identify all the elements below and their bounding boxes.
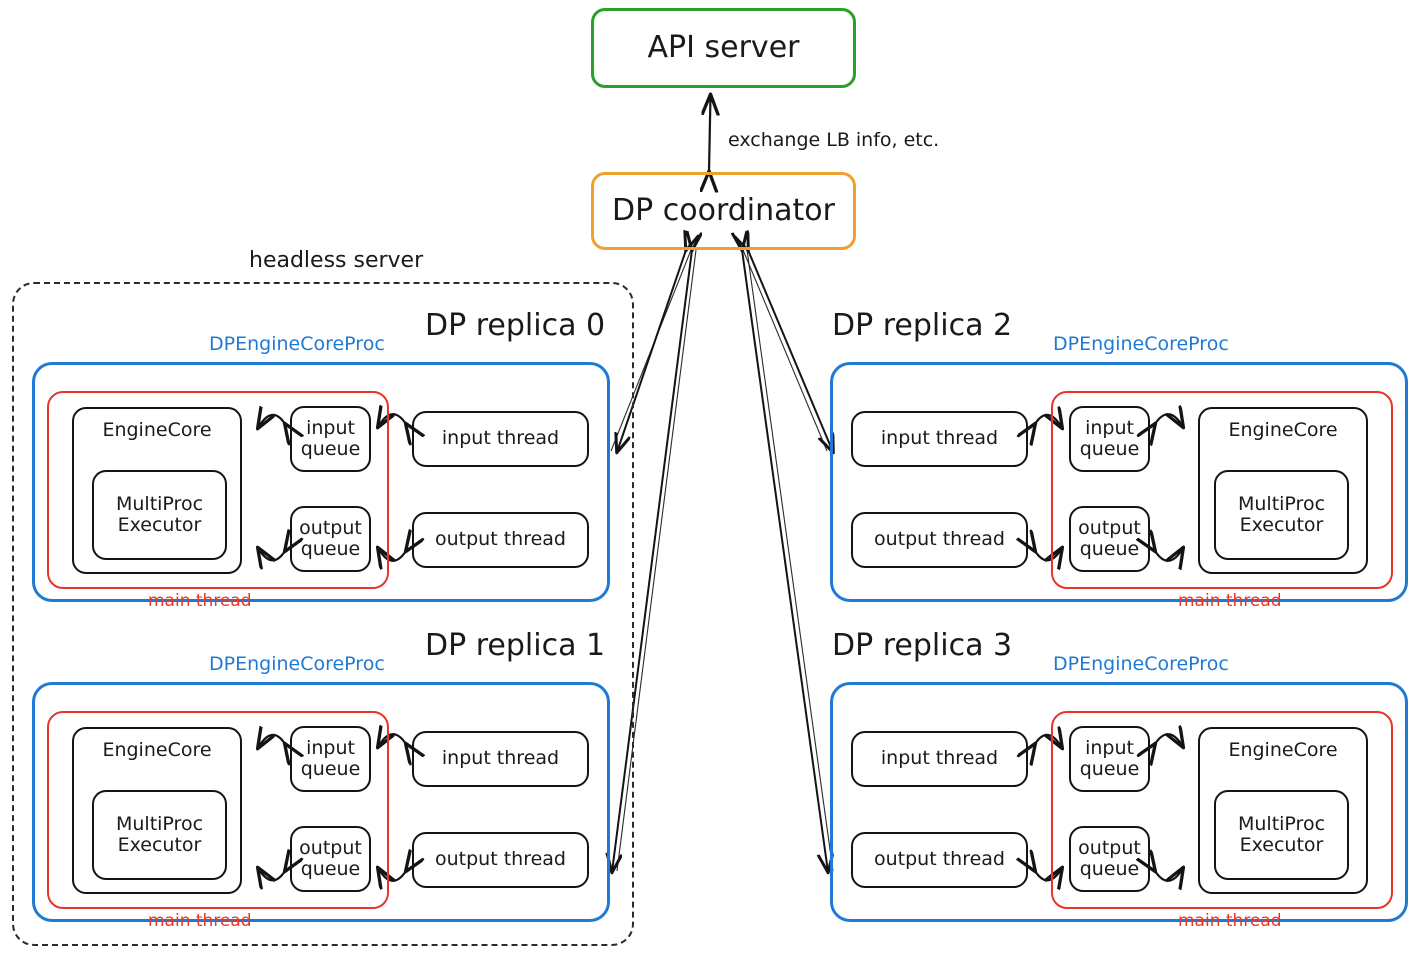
replica-0-multiproc-executor-box[interactable]: MultiProc Executor	[92, 470, 227, 560]
replica-3-output-queue-box[interactable]: output queue	[1069, 826, 1150, 892]
replica-0-title: DP replica 0	[425, 308, 606, 343]
replica-3-input-thread-box[interactable]: input thread	[851, 731, 1028, 787]
replica-3-output-thread-box[interactable]: output thread	[851, 832, 1028, 888]
replica-1-input-queue-box[interactable]: input queue	[290, 726, 371, 792]
arrow-api-to-coordinator	[709, 95, 711, 172]
arrow-coordinator-replica-2	[743, 250, 833, 452]
replica-1-input-thread-box[interactable]: input thread	[412, 731, 589, 787]
replica-0-output-thread-box[interactable]: output thread	[412, 512, 589, 568]
replica-3-main-thread-box	[1051, 711, 1393, 909]
replica-2-multiproc-executor-box[interactable]: MultiProc Executor	[1214, 470, 1349, 560]
replica-2-main-thread-box	[1051, 391, 1393, 589]
replica-0-engine-core-box[interactable]: EngineCore	[72, 407, 242, 574]
replica-2-main-thread-label: main thread	[1178, 591, 1282, 611]
replica-2-input-thread-box[interactable]: input thread	[851, 411, 1028, 467]
replica-3-main-thread-label: main thread	[1178, 911, 1282, 931]
replica-1-proc-label: DPEngineCoreProc	[209, 653, 385, 675]
replica-0-proc-label: DPEngineCoreProc	[209, 333, 385, 355]
replica-1-main-thread-box	[47, 711, 389, 909]
headless-server-boundary	[12, 282, 634, 946]
replica-3-engine-core-box[interactable]: EngineCore	[1198, 727, 1368, 894]
replica-0-proc-box	[32, 362, 610, 602]
replica-1-output-thread-box[interactable]: output thread	[412, 832, 589, 888]
replica-0-output-queue-box[interactable]: output queue	[290, 506, 371, 572]
replica-1-title: DP replica 1	[425, 628, 606, 663]
replica-2-input-queue-box[interactable]: input queue	[1069, 406, 1150, 472]
api-server-box[interactable]: API server	[591, 8, 856, 88]
replica-2-output-queue-box[interactable]: output queue	[1069, 506, 1150, 572]
replica-3-multiproc-executor-box[interactable]: MultiProc Executor	[1214, 790, 1349, 880]
replica-3-title: DP replica 3	[832, 628, 1013, 663]
replica-2-engine-core-box[interactable]: EngineCore	[1198, 407, 1368, 574]
replica-1-output-queue-box[interactable]: output queue	[290, 826, 371, 892]
replica-2-title: DP replica 2	[832, 308, 1013, 343]
replica-2-proc-label: DPEngineCoreProc	[1053, 333, 1229, 355]
dp-coordinator-box[interactable]: DP coordinator	[591, 172, 856, 250]
replica-2-output-thread-box[interactable]: output thread	[851, 512, 1028, 568]
arrow-coordinator-replica-3	[742, 250, 833, 872]
replica-1-main-thread-label: main thread	[148, 911, 252, 931]
exchange-link-label: exchange LB info, etc.	[728, 129, 940, 151]
replica-3-input-queue-box[interactable]: input queue	[1069, 726, 1150, 792]
replica-0-main-thread-box	[47, 391, 389, 589]
replica-1-multiproc-executor-box[interactable]: MultiProc Executor	[92, 790, 227, 880]
replica-0-input-thread-box[interactable]: input thread	[412, 411, 589, 467]
replica-1-engine-core-box[interactable]: EngineCore	[72, 727, 242, 894]
replica-0-input-queue-box[interactable]: input queue	[290, 406, 371, 472]
replica-3-proc-box	[830, 682, 1408, 922]
replica-0-main-thread-label: main thread	[148, 591, 252, 611]
replica-2-proc-box	[830, 362, 1408, 602]
headless-server-label: headless server	[249, 248, 424, 273]
replica-3-proc-label: DPEngineCoreProc	[1053, 653, 1229, 675]
replica-1-proc-box	[32, 682, 610, 922]
